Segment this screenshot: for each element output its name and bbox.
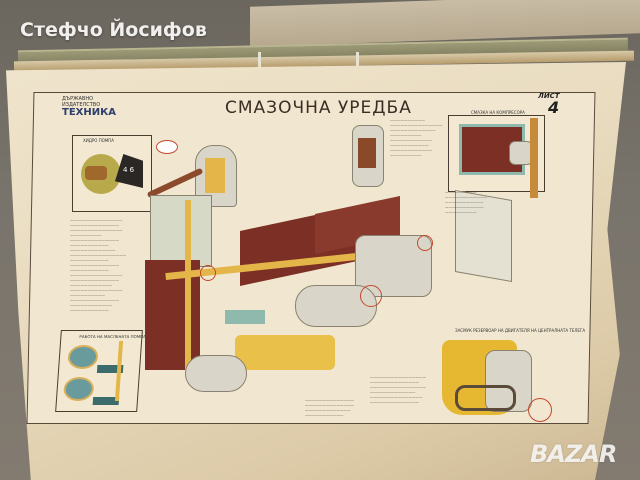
ignition-distributor-inset: ХИДРО ПОМПА 4 6 <box>72 135 152 212</box>
detail-circle <box>360 285 382 307</box>
oil-filter-inset: ЗАСМУК РЕЗЕРВОАР НА ДВИГАТЕЛЯ НА ЦЕНТРАЛ… <box>440 328 585 422</box>
highlight-circle <box>156 140 178 154</box>
centrifugal-filter-element <box>358 138 376 168</box>
detail-circle <box>200 265 216 281</box>
compressor-pulley <box>509 141 533 165</box>
legend-text-top-right: —————————— ——————————————— —————————————… <box>390 118 443 157</box>
reservoir-coil <box>455 385 516 411</box>
bazar-logo: BAZAR <box>530 440 617 468</box>
coolant-passage <box>225 310 265 324</box>
drive-belt <box>530 118 538 198</box>
reservoir-filter <box>485 350 532 412</box>
detail-circle <box>528 398 552 422</box>
distributor-rotor <box>85 166 107 180</box>
legend-text-bottom-right: ———————————————— —————————————— ————————… <box>370 375 426 404</box>
author-watermark: Стефчо Йосифов <box>20 19 207 41</box>
cylinder-head-left <box>150 195 212 267</box>
legend-text-right: ————————— ———————————— ——————————— —————… <box>445 190 487 214</box>
legend-text-bottom: —————————————— —————————————— ——————————… <box>305 398 354 417</box>
oil-pan <box>235 335 335 370</box>
oil-pump-inset: РАБОТА НА МАСЛЕНАТА ПОМПА <box>55 330 146 412</box>
pump-gear-1 <box>67 345 99 369</box>
engine-cutaway-diagram <box>145 140 445 392</box>
oil-filter-element <box>205 158 225 193</box>
oil-riser <box>185 200 191 370</box>
sheet-number: 4 <box>548 98 560 117</box>
compressor-lubrication-inset: СМАЗКА НА КОМПРЕСОРА <box>448 110 545 192</box>
detail-circle <box>417 235 433 251</box>
sheet-label: ЛИСТ <box>538 92 560 100</box>
publisher-logo: ДЪРЖАВНО ИЗДАТЕЛСТВО ТЕХНИКА <box>62 96 117 118</box>
legend-text-left: ——————————————— —————————————— —————————… <box>70 218 126 312</box>
poster-title: СМАЗОЧНА УРЕДБА <box>225 98 412 118</box>
pump-gear-2 <box>62 377 95 401</box>
flywheel-housing <box>185 355 247 392</box>
